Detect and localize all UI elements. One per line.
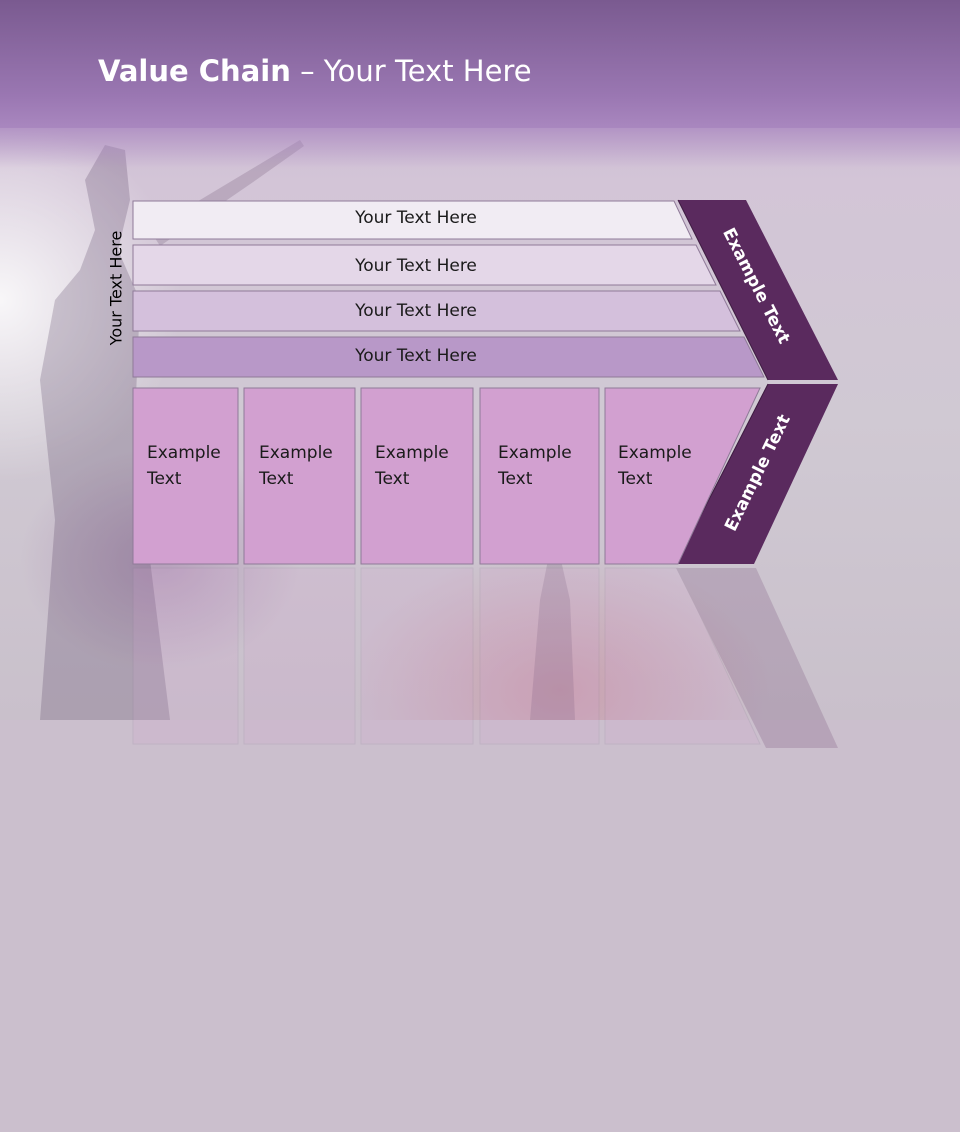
row-4[interactable] — [132, 336, 765, 378]
row-2-label: Your Text Here — [355, 256, 477, 276]
value-chain-diagram — [132, 199, 838, 565]
box-5[interactable] — [604, 387, 761, 565]
slide-header-band — [0, 0, 960, 128]
header-fade — [0, 128, 960, 168]
title-rest: – Your Text Here — [290, 54, 532, 88]
box-1[interactable] — [132, 387, 239, 565]
box-2-line-2: Text — [259, 469, 294, 489]
box-3[interactable] — [360, 387, 474, 565]
chevron-upper — [678, 200, 838, 380]
slide-title: Value Chain – Your Text Here — [98, 54, 532, 88]
box-3-line-2: Text — [375, 469, 410, 489]
box-5-line-1: Example — [618, 443, 692, 463]
row-3[interactable] — [132, 290, 741, 332]
box-4[interactable] — [479, 387, 600, 565]
title-bold: Value Chain — [98, 54, 291, 88]
box-1-line-2: Text — [147, 469, 182, 489]
box-2-line-1: Example — [259, 443, 333, 463]
box-1-line-1: Example — [147, 443, 221, 463]
chevron-lower — [676, 384, 838, 564]
row-4-label: Your Text Here — [355, 346, 477, 366]
row-2[interactable] — [132, 244, 717, 286]
box-4-line-1: Example — [498, 443, 572, 463]
box-2[interactable] — [243, 387, 356, 565]
row-1-label: Your Text Here — [355, 208, 477, 228]
box-4-line-2: Text — [498, 469, 533, 489]
row-1[interactable] — [132, 200, 693, 240]
row-3-label: Your Text Here — [355, 301, 477, 321]
box-5-line-2: Text — [618, 469, 653, 489]
box-3-line-1: Example — [375, 443, 449, 463]
